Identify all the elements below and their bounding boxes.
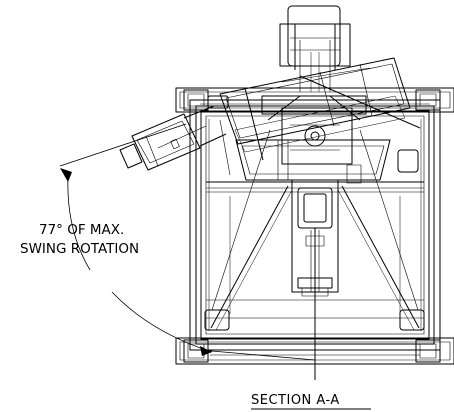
corner-brackets [183,89,441,363]
top-module [279,5,351,92]
swing-arm [219,57,421,176]
center-hub [206,95,424,193]
extended-arm [119,105,227,171]
lower-rails [206,196,424,319]
cross-bracing [210,129,420,331]
section-title: SECTION A-A [251,393,340,408]
top-beam [175,87,454,113]
rotation-label-line2: SWING ROTATION [20,241,140,257]
vertical-linkage [291,179,339,380]
rotation-dimension [59,123,316,361]
rotation-label-line1: 77° OF MAX. [39,222,125,238]
